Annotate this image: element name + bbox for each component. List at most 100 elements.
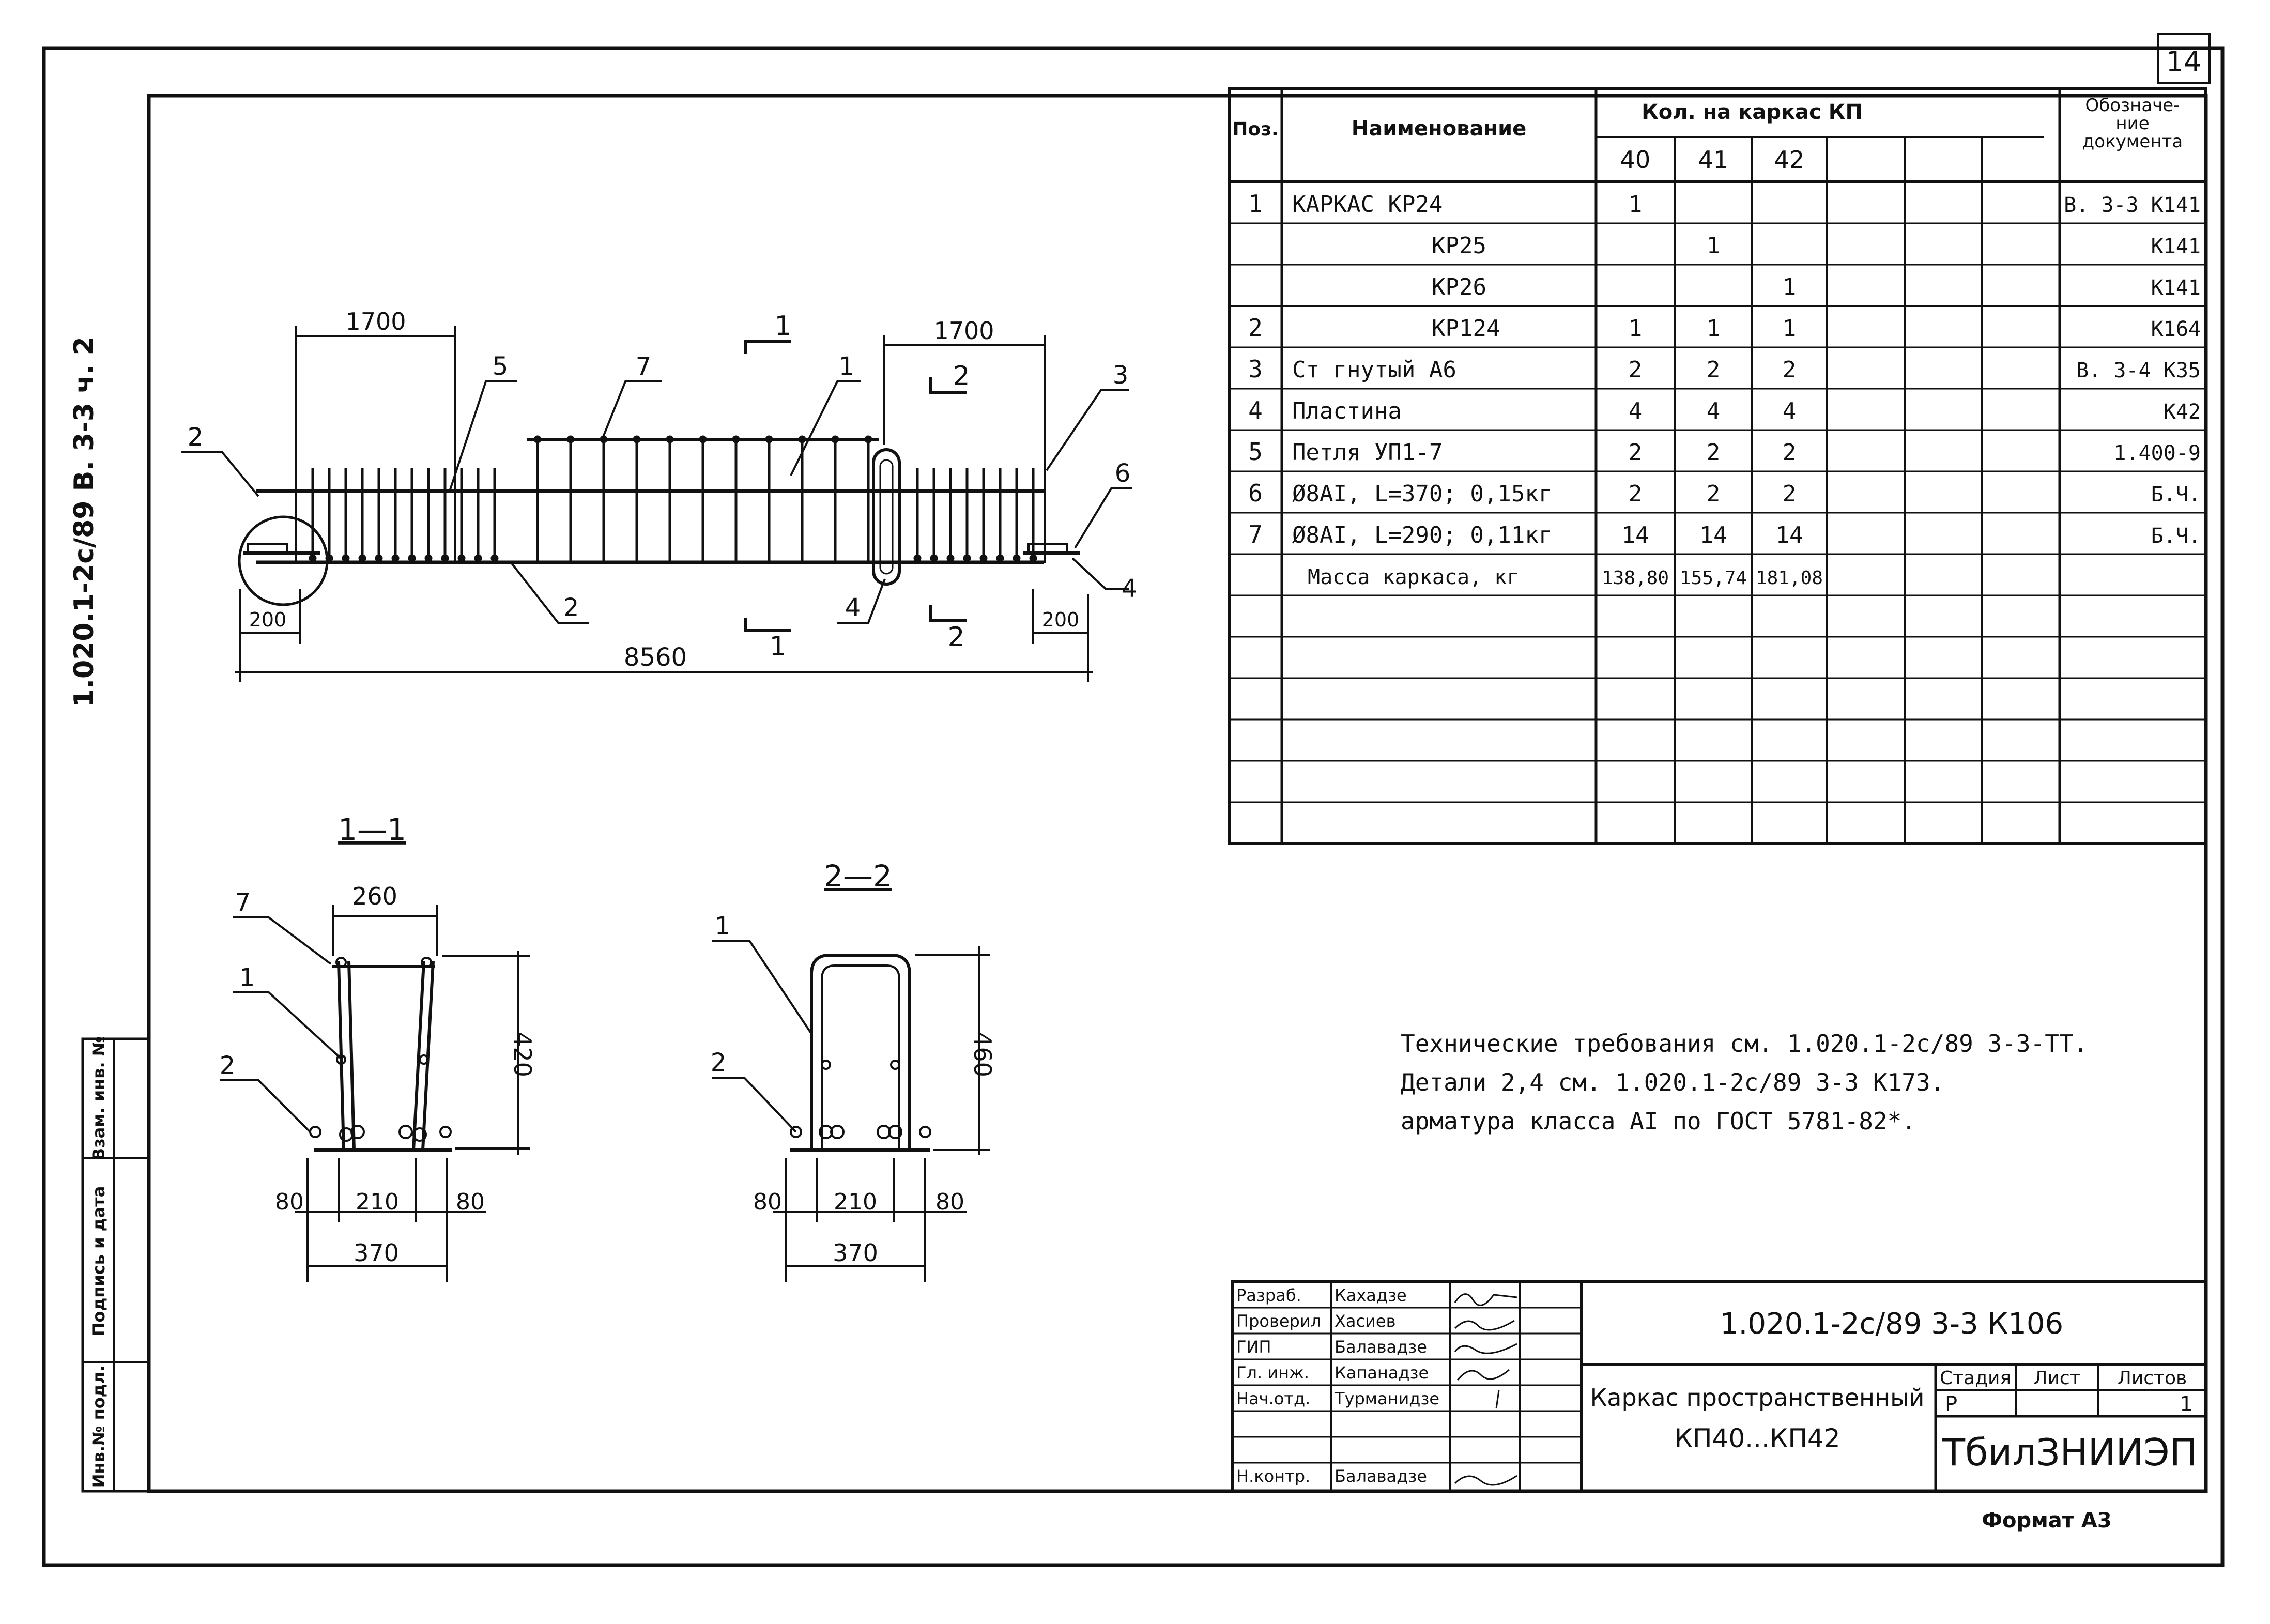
spec-cell-q42: 181,08 — [1756, 568, 1823, 589]
spec-cell-q40: 4 — [1629, 398, 1643, 424]
hdr-doc-3: документа — [2082, 131, 2183, 152]
stirrup-node — [490, 554, 499, 562]
spec-cell-pos: 1 — [1248, 190, 1263, 218]
sec2-dim-right: 80 — [935, 1189, 964, 1215]
hdr-qty: Кол. на каркас КП — [1642, 100, 1863, 124]
spec-cell-q42: 2 — [1783, 481, 1797, 507]
spec-cell-doc: В. 3-3 К141 — [2064, 193, 2201, 217]
spec-cell-q40: 1 — [1629, 315, 1643, 342]
dim-right-top: 1700 — [933, 317, 994, 345]
sec2-dim-left: 80 — [753, 1189, 782, 1215]
stamp-inv-repl: Взам. инв. № — [89, 1036, 109, 1161]
spec-cell-q40: 138,80 — [1602, 568, 1669, 589]
tb-sheet-label: Лист — [2033, 1368, 2080, 1389]
sec2-dim-middle: 210 — [834, 1189, 877, 1215]
sec2-dim-height: 460 — [969, 1032, 996, 1077]
spec-cell-q42: 1 — [1783, 274, 1797, 300]
sec1-dim-left: 80 — [275, 1189, 304, 1215]
section-1-title: 1—1 — [338, 812, 406, 847]
spec-cell-pos: 6 — [1248, 479, 1263, 507]
callout-elev-1: 1 — [839, 352, 855, 381]
section-2-leaders — [712, 940, 812, 1133]
tb-role: Гл. инж. — [1236, 1363, 1309, 1383]
tb-sheets: 1 — [2180, 1392, 2192, 1416]
elevation-leaders — [181, 380, 1132, 624]
tb-org: ТбилЗНИИЭП — [1942, 1431, 2198, 1474]
callout-elev-4-right: 4 — [1122, 574, 1138, 603]
hdr-name: Наименование — [1352, 117, 1527, 141]
hdr-col-42: 42 — [1774, 146, 1805, 174]
tb-role: Разраб. — [1236, 1285, 1301, 1305]
spec-cell-q40: 2 — [1629, 439, 1643, 466]
spec-cell-doc: Б.Ч. — [2151, 524, 2201, 548]
format-label: Формат А3 — [1982, 1509, 2111, 1533]
spec-cell-name: Ø8AI, L=370; 0,15кг — [1292, 481, 1552, 507]
spec-cell-pos: 4 — [1248, 396, 1263, 424]
spec-cell-pos: 2 — [1248, 314, 1263, 342]
hdr-doc-2: ние — [2115, 113, 2149, 134]
spec-cell-name: КР26 — [1432, 274, 1486, 300]
section-1-dims — [295, 905, 530, 1282]
spec-cell-pos: 5 — [1248, 438, 1263, 466]
spec-cell-name: Ø8AI, L=290; 0,11кг — [1292, 522, 1552, 548]
sec1-callout-2: 2 — [220, 1051, 236, 1080]
callout-elev-4-loop: 4 — [845, 593, 861, 622]
elevation-stirrups — [309, 435, 1037, 563]
tb-title-1: Каркас пространственный — [1590, 1384, 1925, 1412]
stirrup-node — [1013, 554, 1021, 562]
callout-elev-3: 3 — [1113, 361, 1129, 390]
spec-cell-q40: 1 — [1629, 191, 1643, 218]
spec-cell-q42: 14 — [1776, 522, 1803, 548]
sec1-callout-7: 7 — [235, 888, 251, 917]
dim-overall: 8560 — [624, 643, 687, 672]
stamp-sign-date: Подпись и дата — [89, 1186, 109, 1337]
tb-person: Хасиев — [1335, 1311, 1395, 1331]
spec-cell-q42: 4 — [1783, 398, 1797, 424]
sec1-dim-height: 420 — [509, 1032, 536, 1077]
tb-person: Капанадзе — [1335, 1363, 1429, 1383]
tb-person: Кахадзе — [1335, 1285, 1407, 1305]
hdr-col-41: 41 — [1698, 146, 1729, 174]
section-marks — [744, 340, 967, 632]
section-mark-2-bottom: 2 — [947, 622, 964, 653]
spec-cell-name: КР25 — [1432, 233, 1486, 259]
tb-code: 1.020.1-2с/89 3-3 К106 — [1720, 1307, 2063, 1341]
stirrup-node — [408, 554, 416, 562]
note-1: Технические требования см. 1.020.1-2с/89… — [1401, 1030, 2088, 1058]
spec-cell-q42: 1 — [1783, 315, 1797, 342]
stirrup-node — [996, 554, 1004, 562]
sec2-callout-2: 2 — [711, 1048, 727, 1077]
tb-person: Турманидзе — [1334, 1389, 1439, 1408]
spec-cell-q42: 2 — [1783, 357, 1797, 383]
spec-cell-name: Ст гнутый А6 — [1292, 357, 1456, 383]
section-2-drawing — [790, 954, 931, 1152]
spec-cell-q41: 14 — [1700, 522, 1727, 548]
dim-right-end: 200 — [1042, 608, 1080, 631]
hdr-col-40: 40 — [1620, 146, 1651, 174]
side-stamp: Инв.№ подл. Подпись и дата Взам. инв. № — [81, 1036, 150, 1493]
tb-person: Балавадзе — [1335, 1466, 1427, 1486]
title-block — [1231, 1280, 2207, 1493]
hdr-doc-1: Обозначе- — [2085, 95, 2180, 116]
tb-title-2: КП40...КП42 — [1674, 1423, 1840, 1453]
stirrup-node — [342, 554, 350, 562]
spec-cell-name: Масса каркаса, кг — [1308, 565, 1519, 589]
spec-cell-q41: 155,74 — [1680, 568, 1747, 589]
spec-cell-doc: 1.400-9 — [2113, 441, 2201, 465]
stirrup-node — [309, 554, 317, 562]
stirrup-node — [375, 554, 383, 562]
dim-left-top: 1700 — [345, 308, 406, 335]
note-3: арматура класса AI по ГОСТ 5781-82*. — [1401, 1107, 1916, 1135]
side-code: 1.020.1-2c/89 В. 3-3 ч. 2 — [69, 336, 100, 708]
stirrup-node — [457, 554, 466, 562]
sheet-number: 14 — [2166, 45, 2202, 78]
tb-person: Балавадзе — [1335, 1337, 1427, 1357]
stirrup-node — [474, 554, 482, 562]
stamp-inv-orig: Инв.№ подл. — [89, 1366, 109, 1488]
spec-cell-q41: 2 — [1707, 439, 1721, 466]
spec-cell-doc: Б.Ч. — [2151, 483, 2201, 507]
hdr-pos: Поз. — [1232, 119, 1278, 140]
stirrup-node — [424, 554, 433, 562]
